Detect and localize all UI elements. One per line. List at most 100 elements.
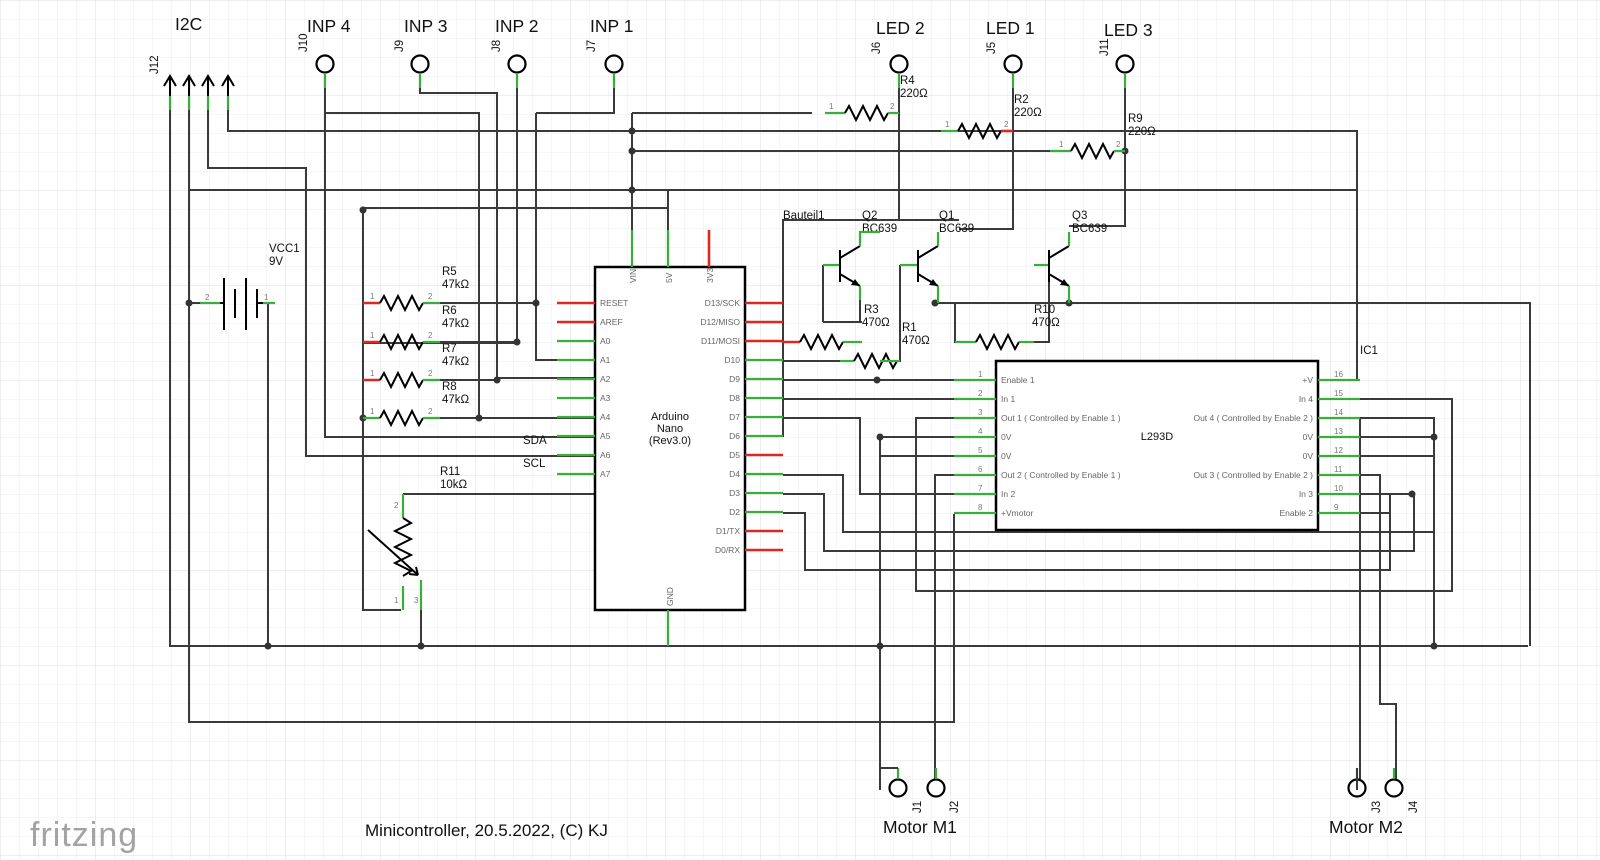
- ic1-pin-num: 8: [978, 503, 983, 512]
- ic1-pin-label: 0V: [1303, 451, 1314, 461]
- svg-text:1: 1: [945, 120, 950, 129]
- ic1-pin-num: 13: [1334, 427, 1343, 436]
- svg-text:1: 1: [829, 102, 834, 111]
- junctions: [185, 127, 1438, 650]
- svg-text:2: 2: [394, 501, 399, 510]
- schematic-title: Minicontroller, 20.5.2022, (C) KJ: [365, 821, 608, 840]
- r8-value: 47kΩ: [442, 394, 470, 406]
- connector-j1[interactable]: J1: [880, 767, 924, 813]
- ic1-pin-label: 0V: [1303, 432, 1314, 442]
- q2-type: BC639: [862, 223, 897, 235]
- r7-value: 47kΩ: [442, 356, 470, 368]
- svg-text:1: 1: [1059, 140, 1064, 149]
- battery-vcc1[interactable]: VCC1 9V 2 1: [189, 243, 300, 330]
- ic1-pin-label: +Vmotor: [1001, 508, 1034, 518]
- j4-ref: J4: [1408, 800, 1420, 813]
- arduino-pin-a1: A1: [600, 355, 611, 365]
- j8-ref: J8: [491, 40, 503, 52]
- svg-text:2: 2: [1004, 120, 1009, 129]
- i2c-connector[interactable]: I2C J12: [149, 14, 235, 110]
- svg-text:2: 2: [428, 331, 433, 340]
- arduino-pin-d11-mosi: D11/MOSI: [701, 336, 740, 346]
- resistor-r10[interactable]: R10 470Ω: [955, 304, 1060, 352]
- svg-text:2: 2: [205, 293, 210, 302]
- ic1-pin-label: 0V: [1001, 432, 1012, 442]
- r5-value: 47kΩ: [442, 279, 470, 291]
- scl-label: SCL: [523, 458, 546, 470]
- transistor-q3[interactable]: Q3 BC639: [1034, 210, 1107, 303]
- connector-j3[interactable]: J3: [1347, 768, 1384, 813]
- ic1-pin-num: 2: [978, 389, 983, 398]
- inp2-label: INP 2: [495, 16, 538, 36]
- ic1-pin-num: 1: [978, 370, 983, 379]
- r2-value: 220Ω: [1014, 107, 1042, 119]
- arduino-pin-d1-tx: D1/TX: [716, 526, 740, 536]
- r7-ref: R7: [442, 343, 457, 355]
- transistor-q2[interactable]: Bauteil1 Q2 BC639: [783, 210, 897, 322]
- arduino-nano[interactable]: Arduino Nano (Rev3.0) VIN 5V 3V3 GND RES…: [557, 230, 783, 646]
- svg-text:1: 1: [394, 596, 399, 605]
- connector-led2[interactable]: LED 2 J6: [871, 18, 925, 88]
- arduino-pin-a6: A6: [600, 450, 611, 460]
- r1-value: 470Ω: [902, 335, 930, 347]
- svg-text:3: 3: [414, 596, 419, 605]
- arduino-pin-a2: A2: [600, 374, 611, 384]
- j7-ref: J7: [586, 40, 598, 52]
- resistor-r1[interactable]: R1 470Ω: [840, 322, 930, 371]
- j11-ref: J11: [1099, 38, 1111, 56]
- svg-text:1: 1: [370, 369, 375, 378]
- r8-ref: R8: [442, 381, 457, 393]
- resistor-r7[interactable]: 1 2 R7 47kΩ: [363, 343, 470, 390]
- connector-j2[interactable]: J2: [926, 768, 962, 813]
- connector-inp4[interactable]: INP 4 J10: [298, 16, 351, 88]
- connector-j4[interactable]: J4: [1384, 768, 1421, 813]
- transistor-q1[interactable]: Q1 BC639: [900, 210, 974, 303]
- ic1-pin-num: 10: [1334, 484, 1343, 493]
- i2c-label: I2C: [175, 14, 202, 34]
- inp4-label: INP 4: [307, 16, 351, 36]
- r10-value: 470Ω: [1032, 317, 1060, 329]
- arduino-model: Nano: [657, 423, 683, 435]
- connector-led3[interactable]: LED 3 J11: [1099, 20, 1153, 88]
- q3-type: BC639: [1072, 223, 1107, 235]
- svg-text:2: 2: [428, 369, 433, 378]
- r3-ref: R3: [864, 304, 879, 316]
- ic1-pin-num: 3: [978, 408, 983, 417]
- r11-value: 10kΩ: [440, 479, 468, 491]
- arduino-pin-a7: A7: [600, 469, 611, 479]
- arduino-pin-aref: AREF: [600, 317, 623, 327]
- arduino-pin-d10: D10: [724, 355, 740, 365]
- j10-ref: J10: [298, 33, 310, 52]
- bauteil1-label: Bauteil1: [783, 210, 825, 222]
- ic1-pin-label: +V: [1302, 375, 1313, 385]
- arduino-pin-a3: A3: [600, 393, 611, 403]
- arduino-pin-reset: RESET: [600, 298, 628, 308]
- wires: [169, 80, 1531, 790]
- r4-value: 220Ω: [900, 88, 928, 100]
- sda-label: SDA: [523, 435, 547, 447]
- resistor-r3[interactable]: R3 470Ω: [783, 304, 890, 352]
- motor-m1-label: Motor M1: [883, 817, 957, 837]
- connector-inp3[interactable]: INP 3 J9: [394, 16, 447, 88]
- vcc1-ref: VCC1: [269, 243, 300, 255]
- led2-label: LED 2: [876, 18, 925, 38]
- arduino-pin-d6: D6: [729, 431, 740, 441]
- led3-label: LED 3: [1104, 20, 1153, 40]
- arduino-name: Arduino: [651, 411, 689, 423]
- r6-value: 47kΩ: [442, 318, 470, 330]
- connector-inp2[interactable]: INP 2 J8: [491, 16, 538, 88]
- connector-inp1[interactable]: INP 1 J7: [586, 16, 633, 88]
- ic1-pin-label: Out 4 ( Controlled by Enable 2 ): [1193, 413, 1313, 423]
- connector-led1[interactable]: LED 1 J5: [986, 18, 1035, 88]
